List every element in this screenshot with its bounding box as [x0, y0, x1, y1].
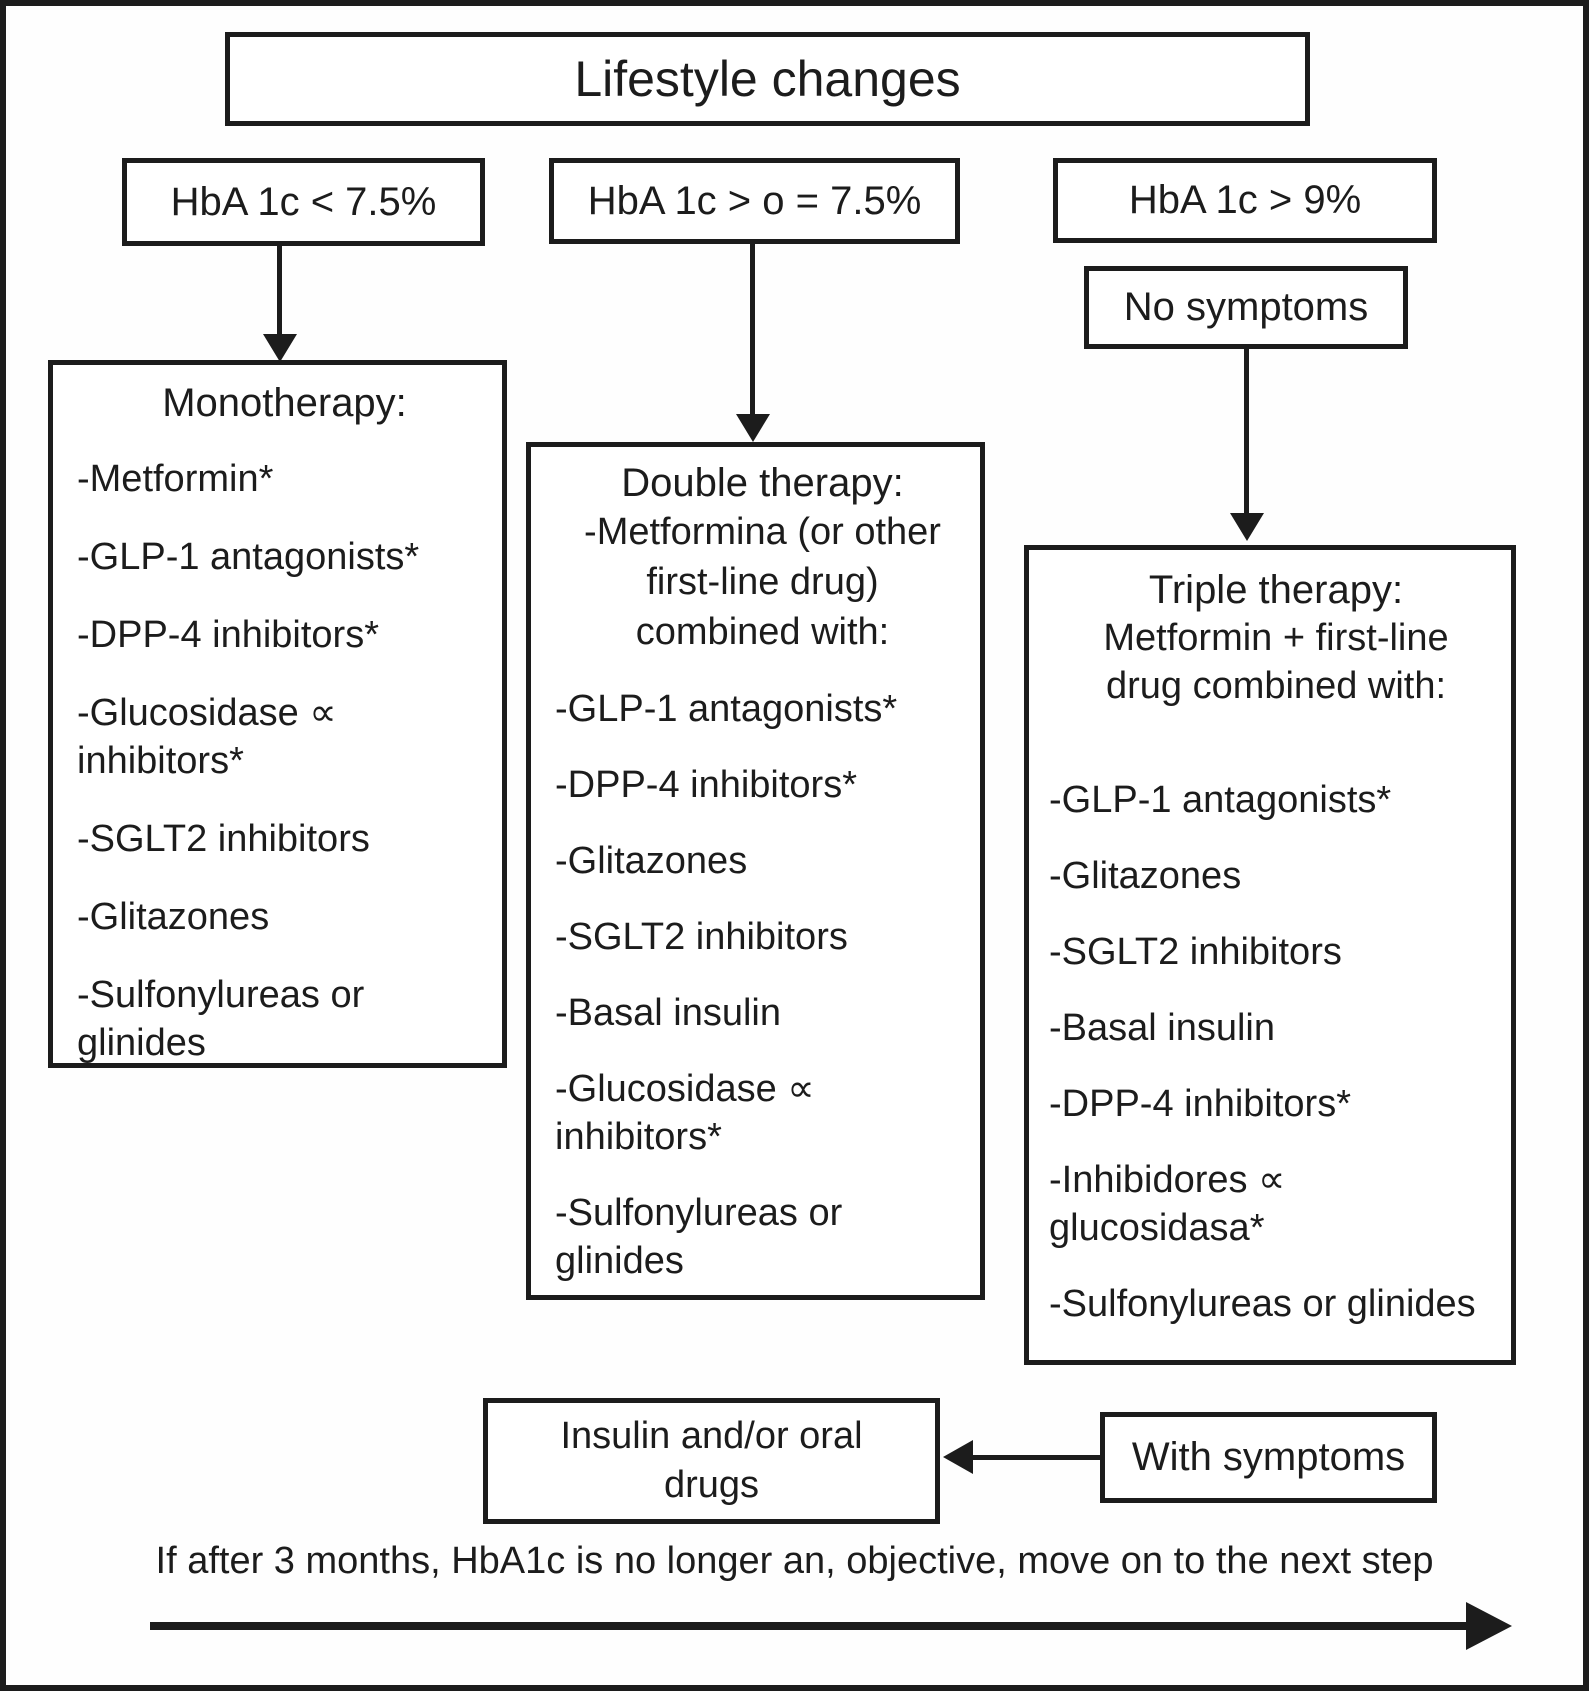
triple-therapy-subtitle: Metformin + first-line drug combined wit… [1103, 617, 1449, 707]
condition-hba1c-gt-9-label: HbA 1c > 9% [1128, 178, 1362, 222]
arrow-down-middle-stem [750, 240, 755, 418]
triple-therapy-item: -GLP-1 antagonists* [1049, 779, 1392, 821]
monotherapy-item: -SGLT2 inhibitors [77, 818, 370, 860]
double-therapy-item: -Basal insulin [555, 992, 781, 1034]
double-therapy-item: -Glitazones [555, 840, 748, 882]
triple-therapy-title: Triple therapy: [1148, 568, 1404, 612]
triple-therapy-item: -SGLT2 inhibitors [1049, 931, 1342, 973]
monotherapy-item: -Glucosidase ∝ inhibitors* [77, 692, 337, 782]
double-therapy-item: -Glucosidase ∝ inhibitors* [555, 1068, 815, 1158]
triple-therapy-item: -Glitazones [1049, 855, 1242, 897]
arrow-left-head-icon [943, 1440, 973, 1474]
with-symptoms-label: With symptoms [1131, 1435, 1406, 1479]
monotherapy-item: -Metformin* [77, 458, 274, 500]
insulin-oral-drugs-box: Insulin and/or oral drugs [483, 1398, 940, 1524]
double-therapy-item: -GLP-1 antagonists* [555, 688, 898, 730]
triple-therapy-item: -Sulfonylureas or glinides [1049, 1283, 1476, 1325]
double-therapy-item: -Sulfonylureas or glinides [555, 1192, 843, 1282]
triple-therapy-item: -DPP-4 inhibitors* [1049, 1083, 1351, 1125]
condition-hba1c-lt-7-5-box: HbA 1c < 7.5% [122, 158, 485, 246]
double-therapy-title: Double therapy: [621, 461, 904, 505]
monotherapy-box: Monotherapy: -Metformin* -GLP-1 antagoni… [48, 360, 507, 1068]
arrow-down-right-head-icon [1230, 513, 1264, 541]
arrow-left-stem [973, 1455, 1100, 1460]
condition-hba1c-lt-7-5-label: HbA 1c < 7.5% [170, 179, 437, 224]
no-symptoms-label: No symptoms [1123, 285, 1369, 329]
arrow-down-right-stem [1244, 349, 1249, 515]
monotherapy-item: -DPP-4 inhibitors* [77, 614, 379, 656]
no-symptoms-box: No symptoms [1084, 266, 1408, 349]
triple-therapy-box: Triple therapy: Metformin + first-line d… [1024, 545, 1516, 1365]
double-therapy-subtitle: -Metformina (or other first-line drug) c… [584, 511, 941, 653]
next-step-arrow-shaft [150, 1622, 1466, 1630]
triple-therapy-item: -Inhibidores ∝ glucosidasa* [1049, 1159, 1286, 1249]
monotherapy-item: -GLP-1 antagonists* [77, 536, 420, 578]
condition-hba1c-gte-7-5-box: HbA 1c > o = 7.5% [549, 158, 960, 244]
footer-note: If after 3 months, HbA1c is no longer an… [155, 1540, 1434, 1582]
monotherapy-title: Monotherapy: [162, 381, 407, 425]
lifestyle-changes-box: Lifestyle changes [225, 32, 1310, 126]
lifestyle-changes-label: Lifestyle changes [574, 51, 961, 107]
arrow-down-left-head-icon [263, 334, 297, 362]
triple-therapy-item: -Basal insulin [1049, 1007, 1275, 1049]
monotherapy-item: -Sulfonylureas or glinides [77, 974, 365, 1064]
double-therapy-item: -SGLT2 inhibitors [555, 916, 848, 958]
insulin-oral-drugs-label: Insulin and/or oral drugs [560, 1415, 863, 1506]
next-step-arrow-head-icon [1466, 1602, 1512, 1650]
double-therapy-item: -DPP-4 inhibitors* [555, 764, 857, 806]
monotherapy-item: -Glitazones [77, 896, 270, 938]
with-symptoms-box: With symptoms [1100, 1412, 1437, 1503]
condition-hba1c-gt-9-box: HbA 1c > 9% [1053, 158, 1437, 243]
arrow-down-left-stem [277, 246, 282, 338]
double-therapy-box: Double therapy: -Metformina (or other fi… [526, 442, 985, 1300]
condition-hba1c-gte-7-5-label: HbA 1c > o = 7.5% [587, 178, 922, 223]
arrow-down-middle-head-icon [736, 414, 770, 442]
